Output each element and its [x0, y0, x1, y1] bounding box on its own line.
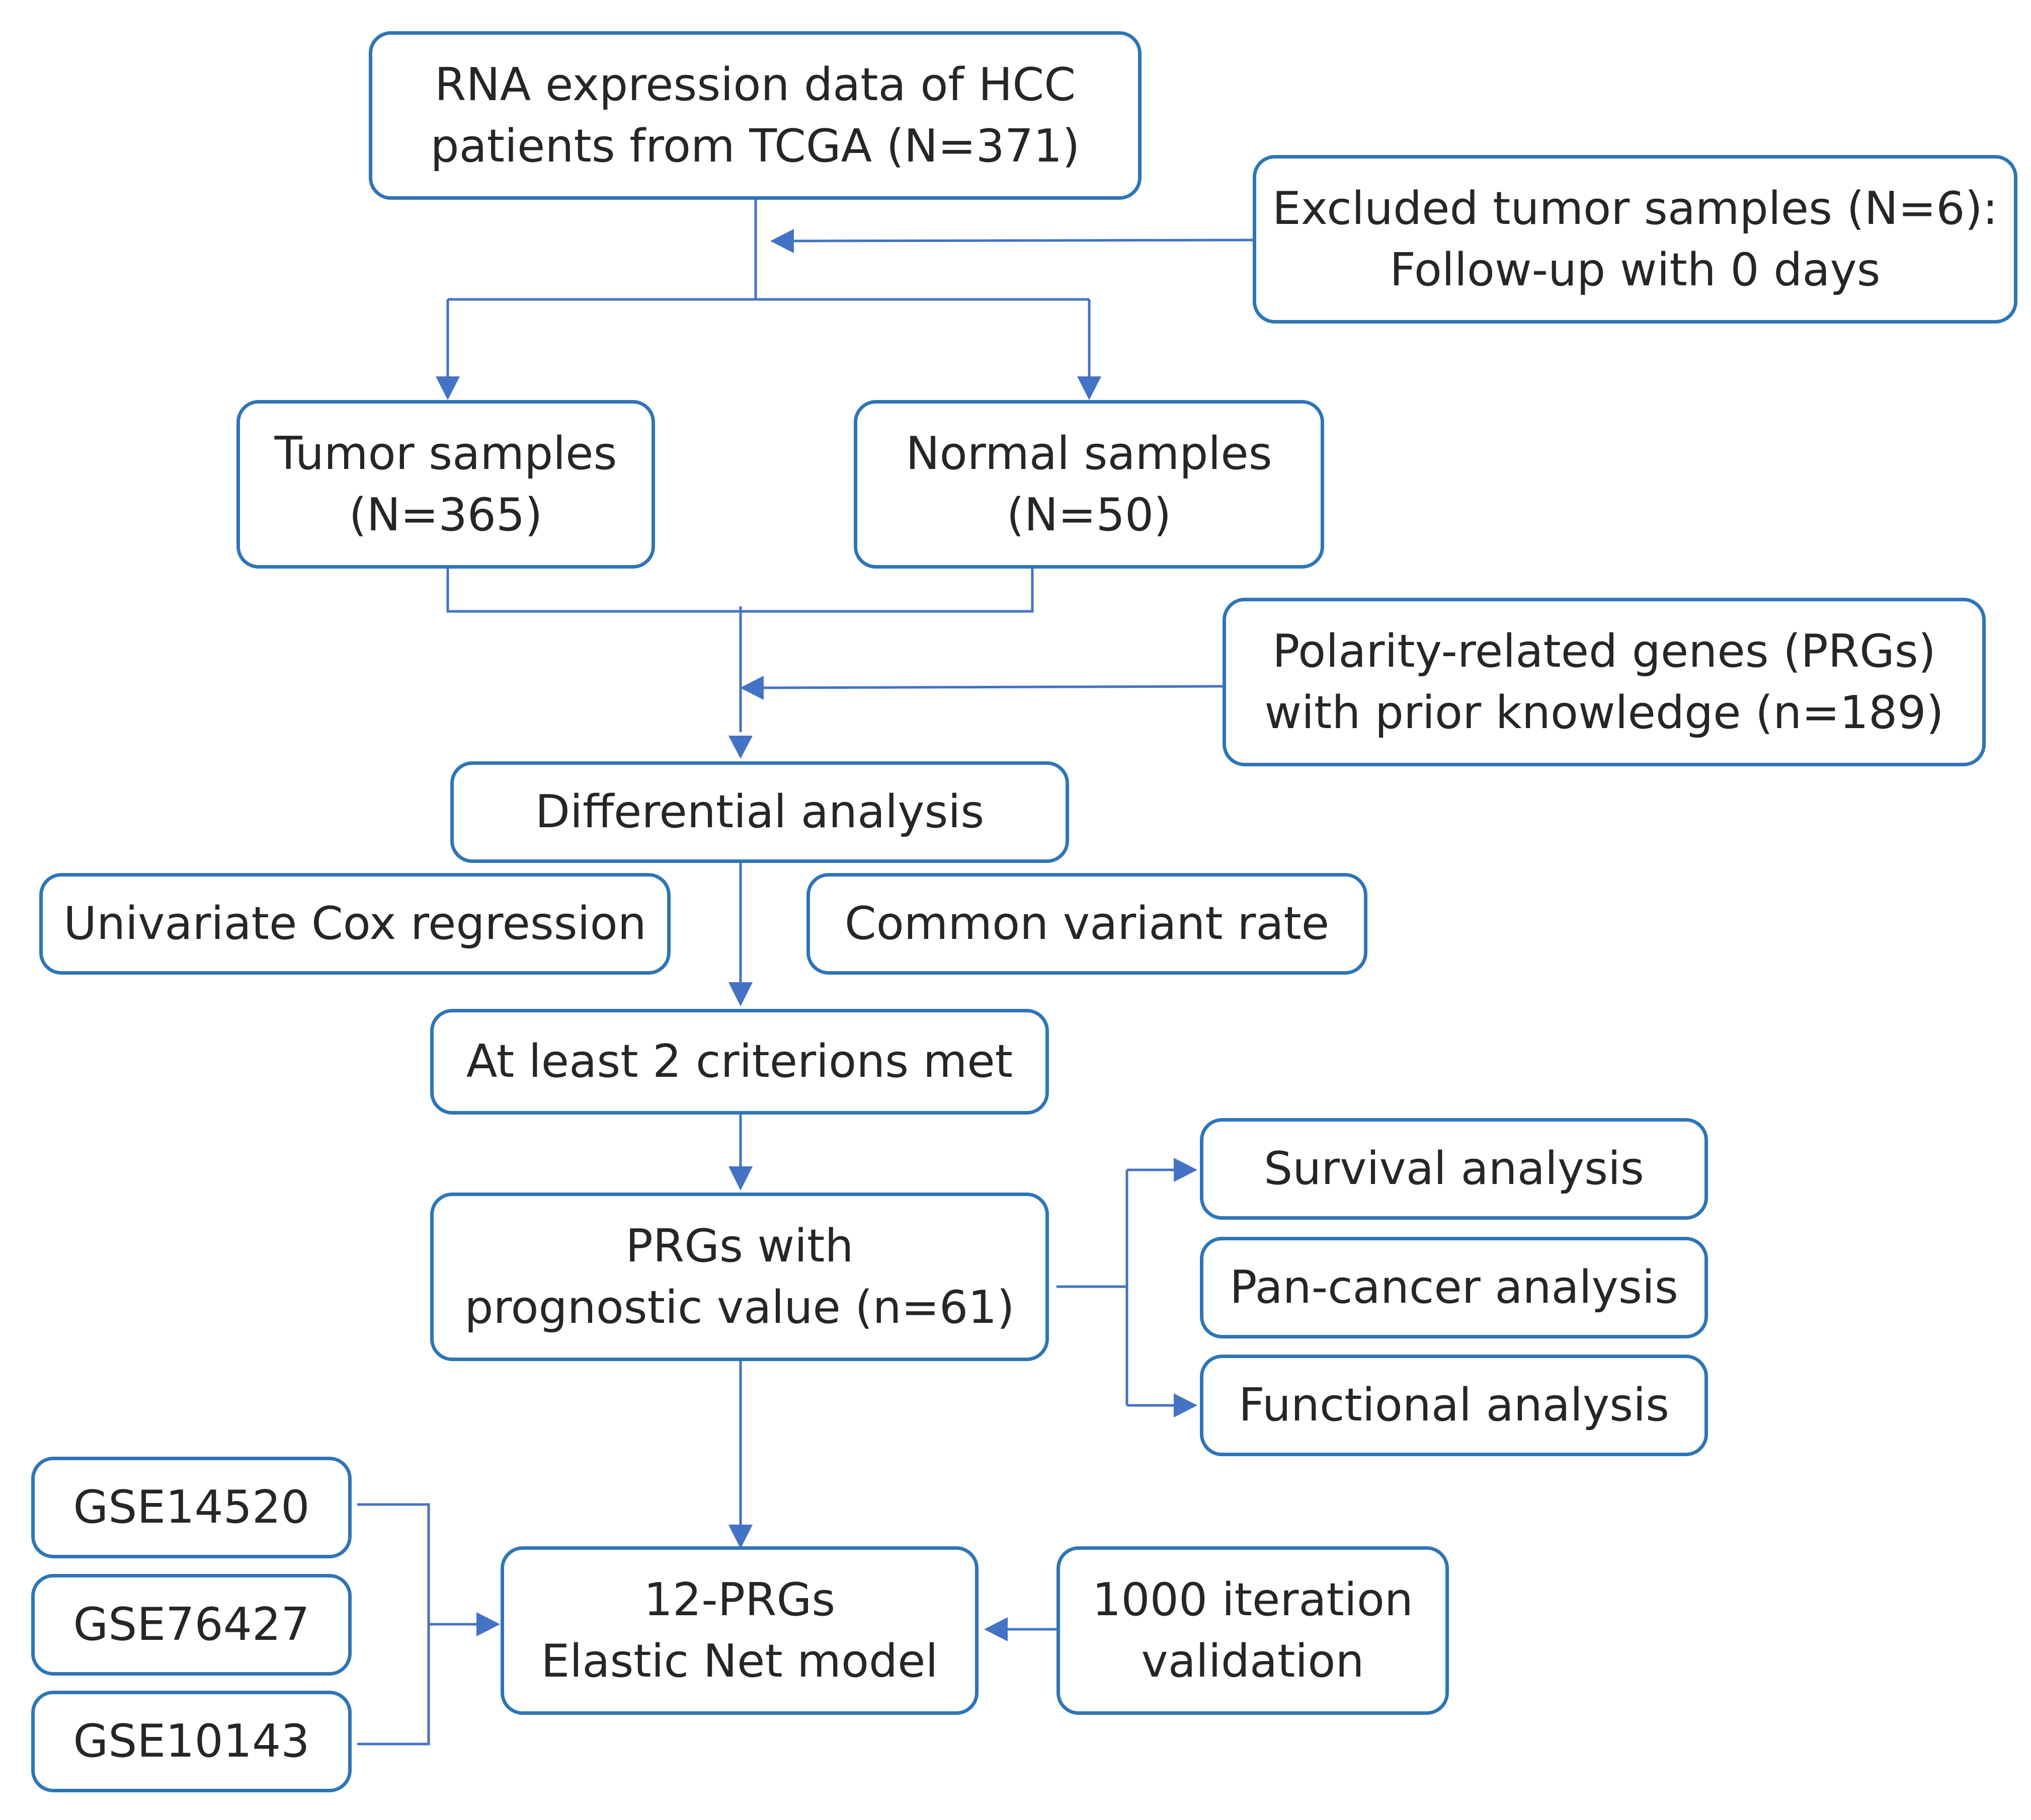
tumor-samples-box: Tumor samples (N=365): [236, 400, 655, 569]
common-variant-rate-box: Common variant rate: [806, 873, 1367, 975]
differential-label: Differential analysis: [535, 785, 985, 838]
gse10143-label: GSE10143: [73, 1715, 310, 1768]
arrowhead-survival: [1174, 1158, 1197, 1182]
normal-samples-box: Normal samples (N=50): [854, 400, 1324, 569]
model-line2: Elastic Net model: [541, 1634, 938, 1688]
arrow-from-excluded: [784, 239, 1253, 243]
model-line1: 12-PRGs: [643, 1573, 836, 1626]
arrow-from-prgs-prior: [753, 685, 1223, 689]
criteria-label: At least 2 criterions met: [466, 1035, 1013, 1088]
connector-rna-to-split: [448, 199, 1089, 301]
prgs-prior-line2: with prior knowledge (n=189): [1264, 686, 1944, 739]
excluded-line1: Excluded tumor samples (N=6):: [1272, 182, 1998, 235]
rna-expression-line1: RNA expression data of HCC: [434, 58, 1076, 111]
gse10143-box: GSE10143: [31, 1691, 352, 1792]
pancancer-label: Pan-cancer analysis: [1230, 1261, 1678, 1314]
survival-label: Survival analysis: [1264, 1142, 1644, 1195]
excluded-samples-box: Excluded tumor samples (N=6): Follow-up …: [1253, 155, 2017, 324]
rna-expression-box: RNA expression data of HCC patients from…: [369, 31, 1142, 200]
arrowhead-differential: [728, 736, 753, 759]
elastic-net-model-box: 12-PRGs Elastic Net model: [501, 1546, 979, 1715]
gse14520-label: GSE14520: [73, 1481, 310, 1534]
arrowhead-tumor: [436, 376, 460, 400]
prgs-prognostic-line2: prognostic value (n=61): [464, 1281, 1015, 1334]
excluded-line2: Follow-up with 0 days: [1390, 243, 1881, 296]
arrowhead-model: [728, 1525, 753, 1549]
normal-line2: (N=50): [1006, 488, 1172, 541]
functional-analysis-box: Functional analysis: [1200, 1355, 1708, 1456]
validation-line2: validation: [1141, 1634, 1364, 1688]
gse76427-label: GSE76427: [73, 1598, 310, 1651]
variant-label: Common variant rate: [844, 897, 1330, 950]
prgs-prior-knowledge-box: Polarity-related genes (PRGs) with prior…: [1223, 598, 1986, 766]
connector-to-analyses: [1057, 1168, 1180, 1407]
arrowhead-prgs-prognostic: [728, 1166, 753, 1191]
gse76427-box: GSE76427: [31, 1574, 352, 1676]
prgs-prognostic-box: PRGs with prognostic value (n=61): [430, 1193, 1049, 1361]
arrowhead-gse: [476, 1612, 500, 1636]
criteria-met-box: At least 2 criterions met: [430, 1009, 1049, 1115]
connector-gse-to-model: [357, 1503, 483, 1746]
arrowhead-functional: [1174, 1393, 1197, 1417]
iteration-validation-box: 1000 iteration validation: [1057, 1546, 1449, 1715]
functional-label: Functional analysis: [1239, 1379, 1669, 1432]
tumor-line2: (N=365): [349, 488, 543, 541]
rna-expression-line2: patients from TCGA (N=371): [430, 119, 1080, 173]
prgs-prior-line1: Polarity-related genes (PRGs): [1272, 624, 1936, 678]
prgs-prognostic-line1: PRGs with: [625, 1219, 854, 1273]
arrowhead-normal: [1077, 376, 1101, 400]
validation-line1: 1000 iteration: [1092, 1573, 1413, 1626]
gse14520-box: GSE14520: [31, 1457, 352, 1558]
univariate-label: Univariate Cox regression: [63, 897, 646, 950]
arrowhead-prgs-prior: [740, 676, 764, 700]
normal-line1: Normal samples: [906, 427, 1272, 480]
arrowhead-validation: [984, 1617, 1008, 1641]
arrowhead-excluded: [770, 229, 794, 253]
tumor-line1: Tumor samples: [274, 427, 617, 480]
differential-analysis-box: Differential analysis: [450, 761, 1069, 863]
connector-samples-merge: [446, 569, 1034, 613]
arrowhead-criteria: [728, 982, 753, 1006]
survival-analysis-box: Survival analysis: [1200, 1118, 1708, 1220]
univariate-cox-box: Univariate Cox regression: [39, 873, 671, 975]
pan-cancer-analysis-box: Pan-cancer analysis: [1200, 1237, 1708, 1338]
